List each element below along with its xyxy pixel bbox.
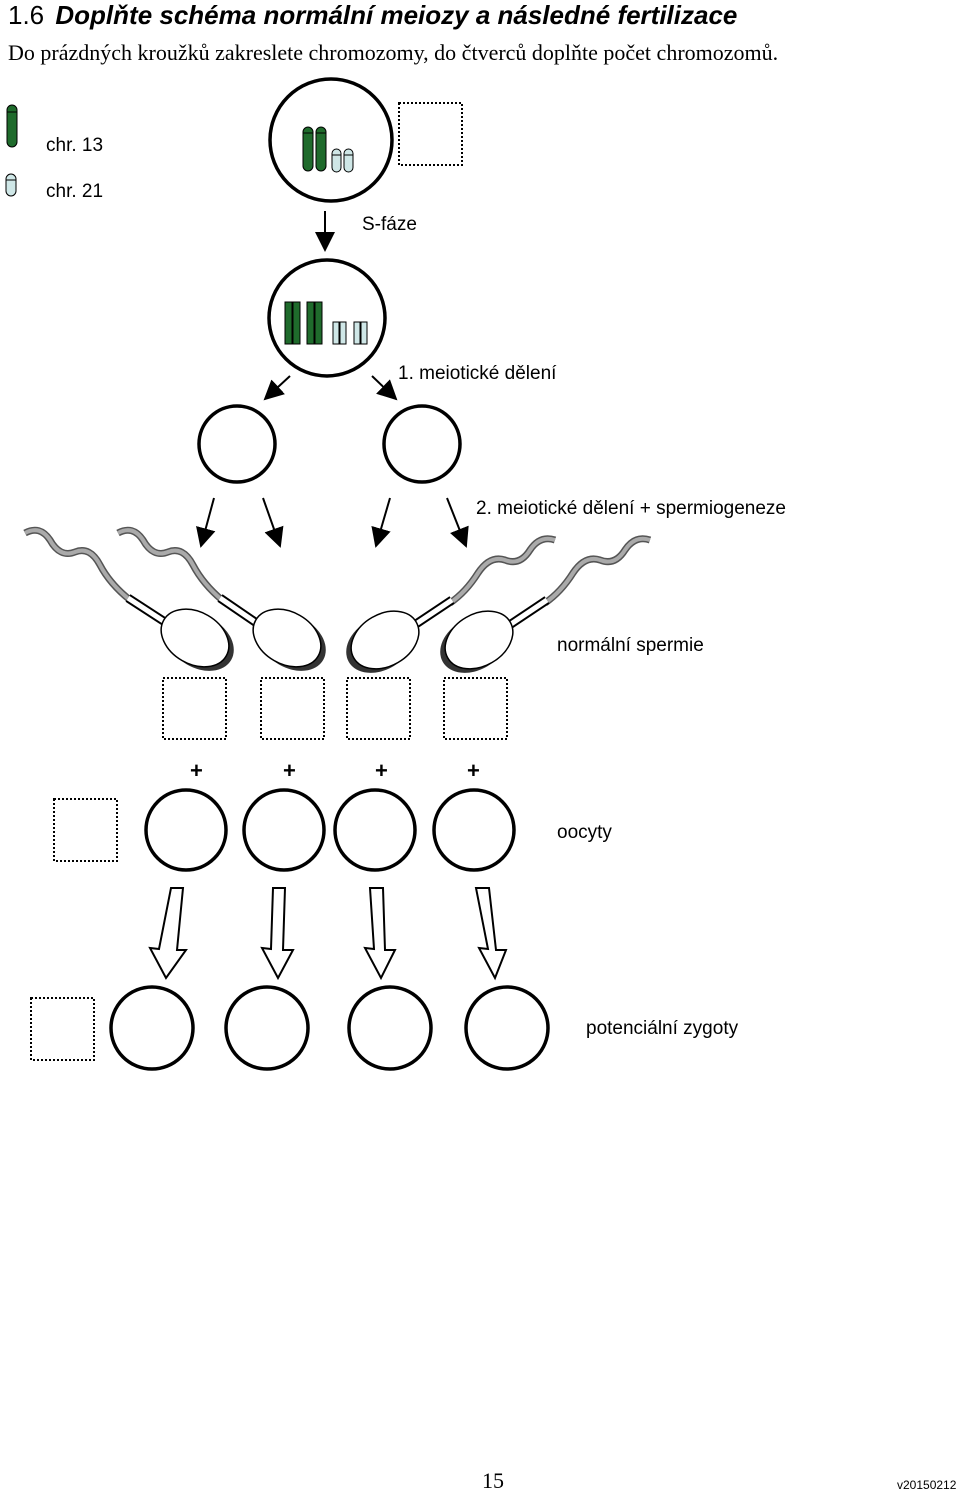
replicated-chromosomes bbox=[284, 301, 368, 345]
fertilization-arrow bbox=[474, 887, 508, 981]
fertilization-arrow bbox=[148, 887, 188, 980]
replicated-cell bbox=[267, 258, 387, 378]
exercise-title: 1.6 Doplňte schéma normální meiozy a nás… bbox=[8, 0, 737, 31]
oocyte-cell[interactable] bbox=[432, 788, 516, 872]
plus-sign: + bbox=[467, 758, 480, 783]
sperm-cell bbox=[440, 535, 652, 673]
arrow-meiosis2 bbox=[371, 497, 391, 548]
daughter-cell-right[interactable] bbox=[382, 404, 462, 484]
fertilization-arrow bbox=[363, 887, 397, 981]
plus-sign: + bbox=[375, 758, 388, 783]
page-number: 15 bbox=[482, 1468, 504, 1493]
zygote-cell[interactable] bbox=[464, 985, 550, 1071]
exercise-title-text: Doplňte schéma normální meiozy a následn… bbox=[55, 0, 738, 30]
legend-chr13-icon bbox=[6, 104, 18, 148]
count-box-oocyte[interactable] bbox=[53, 798, 118, 862]
instruction-text: Do prázdných kroužků zakreslete chromozo… bbox=[8, 40, 779, 65]
meiosis2-label: 2. meiotické dělení + spermiogeneze bbox=[476, 498, 786, 519]
arrow-meiosis2 bbox=[262, 497, 284, 548]
zygote-cell[interactable] bbox=[347, 985, 433, 1071]
plus-sign: + bbox=[283, 758, 296, 783]
legend-chr13-label: chr. 13 bbox=[46, 135, 104, 156]
count-box-sperm[interactable] bbox=[260, 677, 325, 740]
count-box-initial[interactable] bbox=[398, 102, 463, 166]
arrow-meiosis2 bbox=[446, 497, 469, 548]
fertilization-arrow bbox=[260, 887, 295, 981]
zygote-cell[interactable] bbox=[109, 985, 195, 1071]
oocytes-label: oocyty bbox=[557, 822, 612, 843]
legend-chr21-icon bbox=[5, 173, 17, 197]
exercise-number: 1.6 bbox=[8, 0, 45, 30]
sperm-cell bbox=[23, 526, 234, 671]
count-box-sperm[interactable] bbox=[162, 677, 227, 740]
initial-chromosomes bbox=[302, 126, 354, 173]
arrow-meiosis1-left bbox=[263, 375, 291, 401]
oocyte-cell[interactable] bbox=[333, 788, 417, 872]
count-box-zygote[interactable] bbox=[30, 997, 95, 1061]
daughter-cell-left[interactable] bbox=[197, 404, 277, 484]
count-box-sperm[interactable] bbox=[346, 677, 411, 740]
count-box-sperm[interactable] bbox=[443, 677, 508, 740]
sperm-cell bbox=[116, 526, 326, 671]
zygotes-label: potenciální zygoty bbox=[586, 1018, 739, 1039]
s-phase-label: S-fáze bbox=[362, 214, 417, 235]
version-code: v20150212 bbox=[897, 1478, 957, 1492]
arrow-meiosis1-right bbox=[371, 375, 398, 401]
sperm-cell bbox=[346, 535, 557, 673]
meiosis1-label: 1. meiotické dělení bbox=[398, 363, 557, 384]
initial-cell bbox=[268, 77, 394, 203]
zygote-cell[interactable] bbox=[224, 985, 310, 1071]
plus-sign: + bbox=[190, 758, 203, 783]
arrow-meiosis2 bbox=[196, 497, 216, 548]
sperm-label: normální spermie bbox=[557, 635, 704, 656]
oocyte-cell[interactable] bbox=[242, 788, 326, 872]
oocyte-cell[interactable] bbox=[144, 788, 228, 872]
legend-chr21-label: chr. 21 bbox=[46, 181, 104, 202]
